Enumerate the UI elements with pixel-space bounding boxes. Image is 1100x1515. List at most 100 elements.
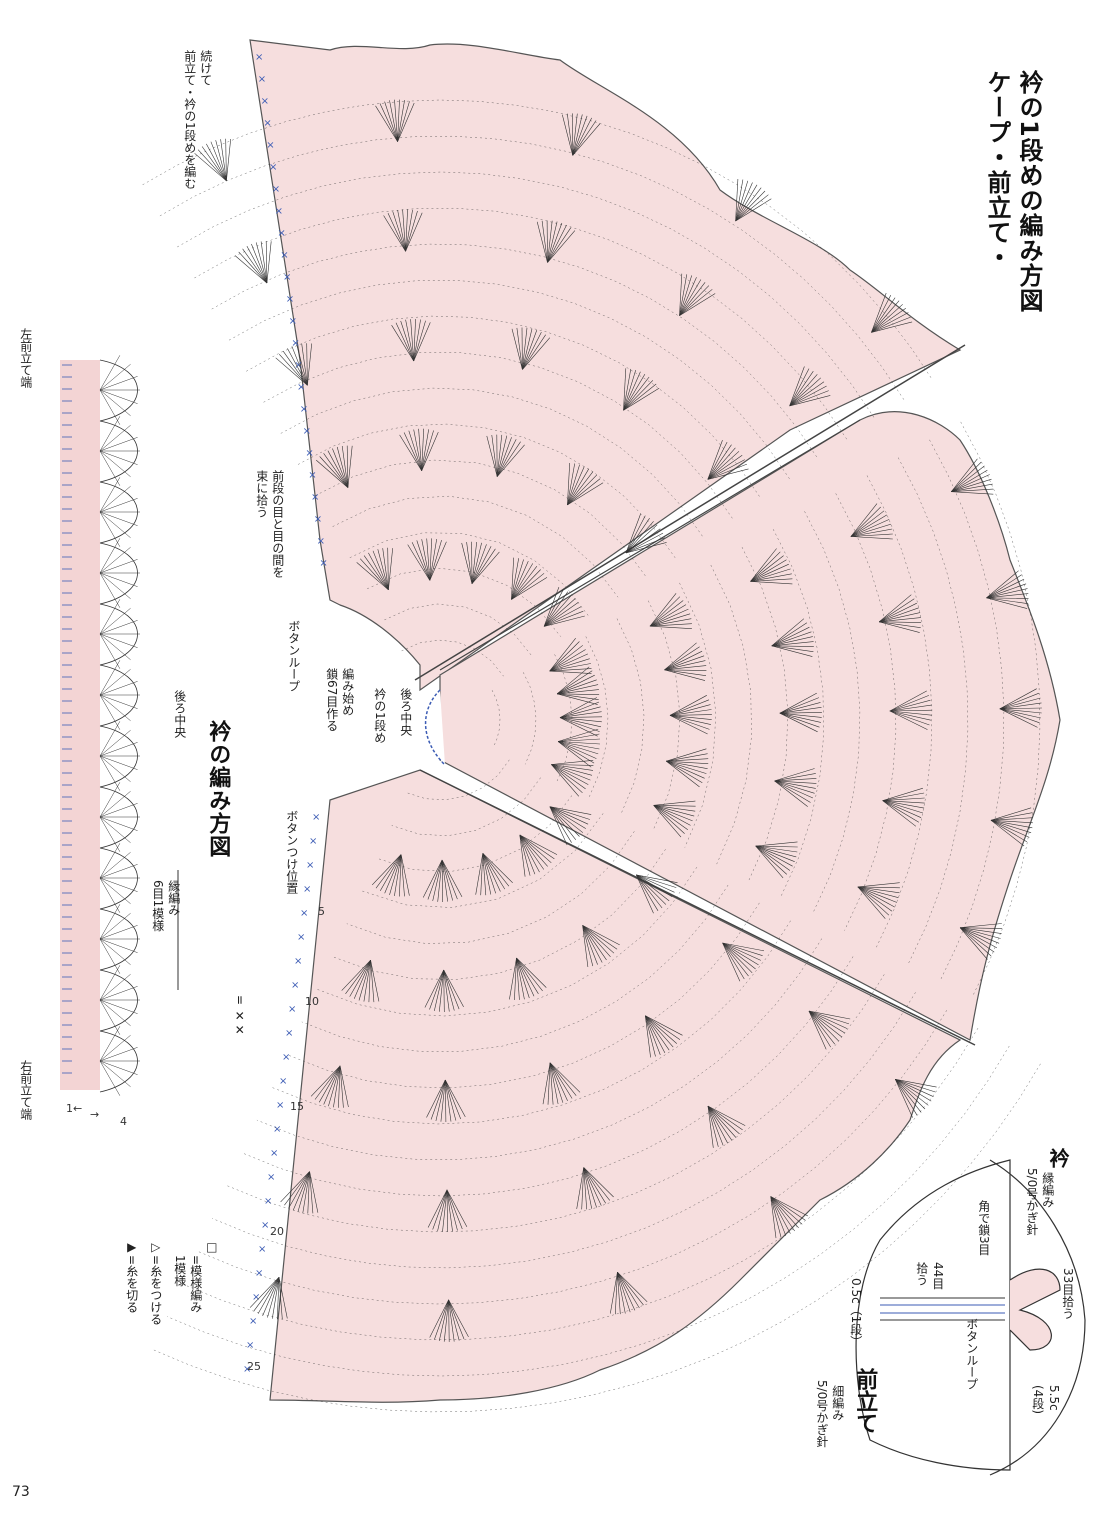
stitch-stroke (722, 942, 749, 977)
stitch-stroke (871, 294, 892, 333)
right-front-edge-label: 右前立て端 (18, 1060, 33, 1120)
stitch-stroke (617, 1272, 626, 1314)
pick-between-label-2: 束に拾う (254, 470, 269, 518)
collar-stroke (99, 782, 121, 818)
schematic-neck (1009, 1268, 1061, 1351)
edge-x-mark: × (267, 1172, 275, 1183)
stitch-stroke (779, 692, 817, 714)
stitch-stroke (516, 957, 530, 999)
stitch-stroke (306, 343, 308, 386)
stitch-stroke (424, 969, 444, 1008)
collar-stroke (99, 877, 121, 913)
stitch-fan (895, 1079, 937, 1118)
stitch-stroke (895, 1079, 922, 1113)
collar-stroke (99, 925, 138, 940)
stitch-stroke (645, 1015, 674, 1048)
stitch-stroke (649, 593, 677, 627)
stitch-stroke (399, 854, 402, 897)
stitch-row (211, 243, 819, 460)
stitch-stroke (413, 322, 431, 362)
row-number-10: 10 (305, 995, 319, 1008)
stitch-stroke (707, 1105, 746, 1126)
stitch-stroke (466, 542, 473, 584)
stitch-stroke (549, 1062, 564, 1103)
stitch-stroke (549, 658, 590, 672)
stitch-fan (549, 806, 592, 846)
stitch-stroke (664, 665, 707, 671)
stitch-stroke (750, 573, 792, 582)
stitch-stroke (735, 198, 772, 222)
stitch-fan (280, 1171, 319, 1214)
stitch-fan (679, 273, 716, 316)
stitch-fan (383, 209, 423, 252)
stitch-stroke (551, 764, 594, 766)
stitch-stroke (770, 1196, 795, 1232)
collar-stroke (99, 852, 131, 879)
collar-stroke (99, 450, 138, 465)
edge-x-mark: × (246, 1340, 254, 1351)
stitch-stroke (951, 478, 992, 492)
stitch-stroke (770, 1196, 777, 1239)
collar-scallop (99, 908, 138, 971)
stitch-stroke (291, 346, 308, 386)
stitch-stroke (482, 853, 492, 895)
left-front-edge-label: 左前立て端 (18, 328, 33, 388)
collar-stroke (99, 986, 138, 1001)
stitch-stroke (519, 834, 526, 877)
collar-stroke (99, 742, 138, 757)
stitch-stroke (413, 320, 426, 362)
stitch-stroke (615, 1272, 618, 1315)
stitch-stroke (625, 521, 654, 554)
stitch-stroke (432, 1189, 448, 1230)
stitch-stroke (356, 562, 389, 591)
stitch-stroke (895, 1079, 926, 1110)
stitch-stroke (774, 773, 816, 782)
stitch-stroke (582, 925, 618, 950)
stitch-stroke (774, 780, 816, 789)
stitch-stroke (572, 117, 592, 156)
stitch-stroke (551, 764, 591, 781)
stitch-stroke (623, 370, 636, 411)
legend-text-2: =糸をつける (148, 1255, 163, 1326)
stitch-stroke (789, 368, 810, 407)
stitch-stroke (572, 120, 597, 156)
stitch-stroke (429, 538, 432, 581)
stitch-stroke (558, 741, 601, 745)
stitch-stroke (572, 123, 601, 156)
stitch-stroke (437, 859, 443, 902)
row-number-20: 20 (270, 1225, 284, 1238)
stitch-stroke (707, 451, 740, 480)
stitch-stroke (382, 548, 389, 590)
stitch-stroke (895, 1079, 932, 1102)
stitch-fan (889, 690, 932, 730)
stitch-stroke (669, 709, 712, 716)
stitch-stroke (309, 1171, 314, 1214)
stitch-fan (774, 768, 817, 807)
stitch-stroke (666, 748, 707, 762)
schematic-pick44-1: 44目 (930, 1262, 945, 1290)
stitch-stroke (645, 1015, 681, 1040)
stitch-stroke (557, 693, 599, 700)
stitch-stroke (549, 806, 592, 815)
stitch-stroke (808, 1010, 839, 1042)
stitch-stroke (522, 329, 538, 370)
stitch-stroke (516, 957, 535, 997)
stitch-stroke (359, 558, 389, 591)
stitch-stroke (442, 1189, 448, 1232)
stitch-row (648, 600, 681, 831)
stitch-stroke (549, 806, 586, 829)
stitch-stroke (347, 445, 353, 488)
stitch-stroke (707, 1106, 714, 1148)
stitch-stroke (653, 805, 691, 826)
stitch-stroke (625, 524, 658, 554)
stitch-fan (636, 874, 678, 914)
stitch-stroke (522, 337, 551, 370)
stitch-fan (879, 594, 922, 633)
stitch-stroke (349, 960, 371, 997)
stitch-stroke (959, 927, 1000, 944)
stitch-stroke (951, 469, 988, 492)
stitch-stroke (808, 1010, 843, 1038)
collar-mark-start: 1← (66, 1102, 83, 1115)
stitch-stroke (426, 1079, 446, 1118)
